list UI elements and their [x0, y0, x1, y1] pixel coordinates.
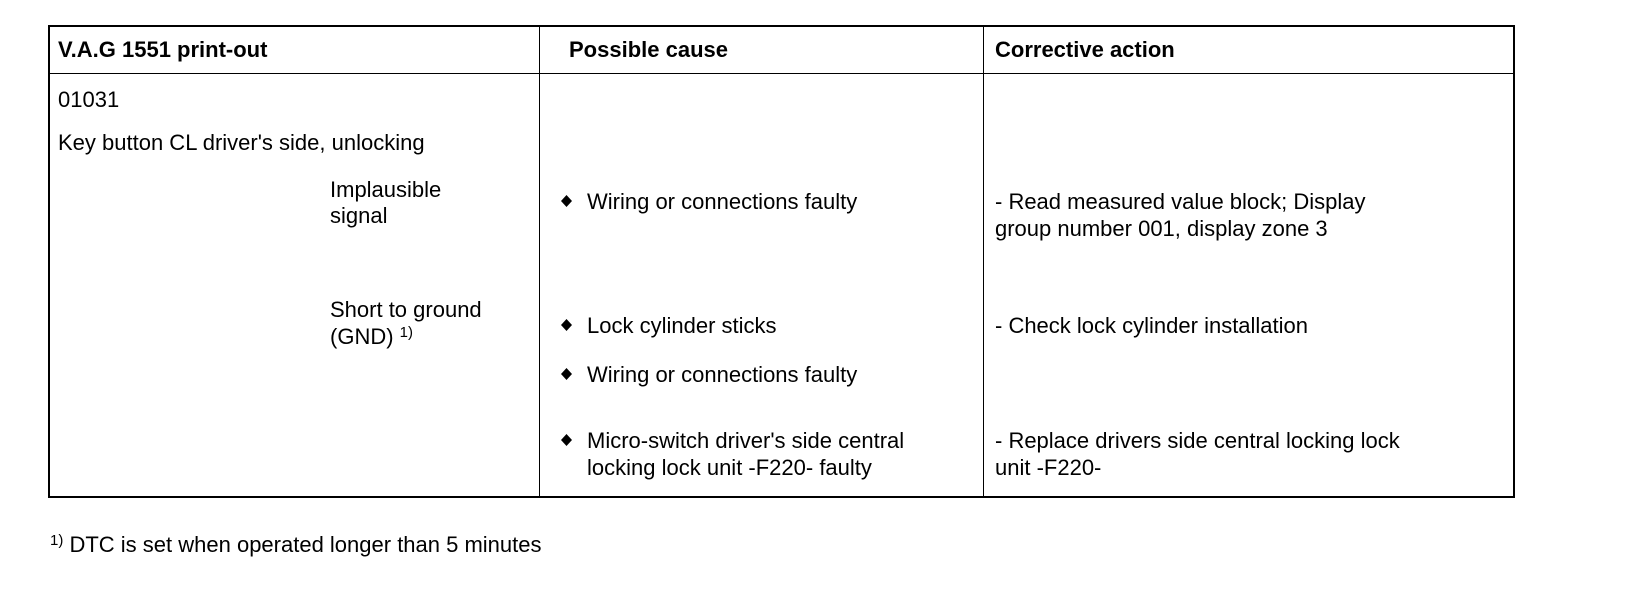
- cause-micro-switch-line1: Micro-switch driver's side central: [587, 428, 905, 453]
- dtc-table: V.A.G 1551 print-out Possible cause Corr…: [48, 25, 1515, 498]
- cause-wiring-2: Wiring or connections faulty: [587, 362, 858, 387]
- fault-type-implausible-line1: Implausible: [330, 177, 442, 202]
- header-possible-cause: Possible cause: [569, 37, 728, 62]
- fault-code: 01031: [58, 87, 120, 112]
- bullet-diamond-icon: [561, 319, 572, 331]
- table-header-row: V.A.G 1551 print-out Possible cause Corr…: [50, 27, 1513, 74]
- component-name: Key button CL driver's side, unlocking: [58, 130, 425, 155]
- action-replace-lock-unit-line2: unit -F220-: [995, 455, 1102, 480]
- action-read-mvb-line1: - Read measured value block; Display: [995, 189, 1366, 214]
- column-divider-1: [539, 27, 540, 496]
- bullet-diamond-icon: [561, 368, 572, 380]
- bullet-diamond-icon: [561, 434, 572, 446]
- action-read-mvb-line2: group number 001, display zone 3: [995, 216, 1328, 241]
- fault-type-short-line1: Short to ground: [330, 297, 482, 322]
- cause-lock-cylinder: Lock cylinder sticks: [587, 313, 777, 338]
- fault-type-short-line2: (GND) 1): [330, 324, 413, 350]
- fault-type-implausible-line2: signal: [330, 203, 388, 228]
- footnote-marker: 1): [50, 532, 64, 549]
- bullet-diamond-icon: [561, 195, 572, 207]
- header-corrective-action: Corrective action: [995, 37, 1175, 62]
- footnote-text: DTC is set when operated longer than 5 m…: [69, 532, 542, 557]
- action-check-lock-cylinder: - Check lock cylinder installation: [995, 313, 1309, 338]
- cause-micro-switch-line2: locking lock unit -F220- faulty: [587, 455, 872, 480]
- column-divider-2: [983, 27, 984, 496]
- header-printout: V.A.G 1551 print-out: [58, 37, 268, 62]
- action-replace-lock-unit-line1: - Replace drivers side central locking l…: [995, 428, 1400, 453]
- footnote: 1) DTC is set when operated longer than …: [50, 532, 542, 558]
- cause-wiring-1: Wiring or connections faulty: [587, 189, 858, 214]
- footnote-ref: 1): [399, 324, 414, 341]
- fault-type-short-line2-text: (GND): [330, 324, 394, 349]
